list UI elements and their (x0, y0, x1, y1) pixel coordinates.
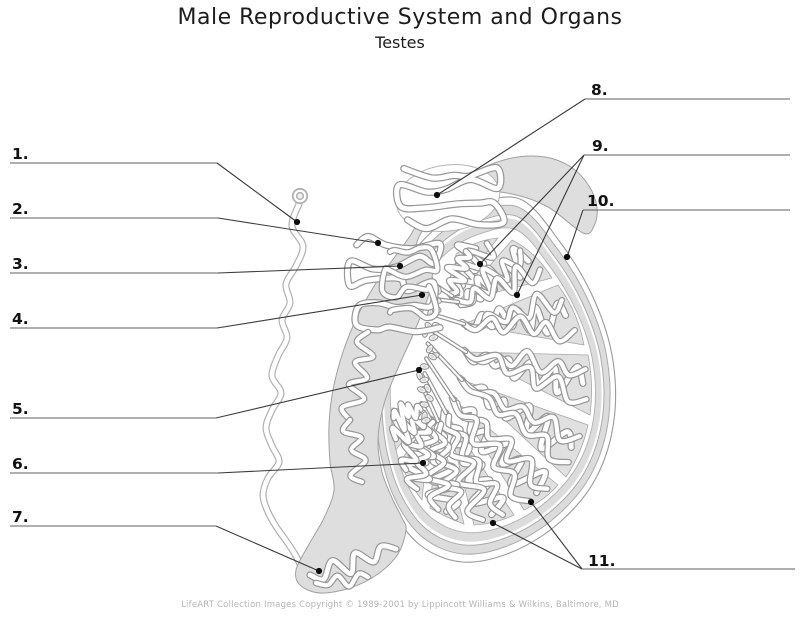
leader-line (566, 209, 584, 258)
epididymis (295, 155, 598, 594)
pointer-dot (374, 239, 382, 247)
label-group-4: 4. (10, 291, 426, 329)
lobule (458, 284, 585, 346)
copyright-notice: LifeART Collection Images Copyright © 19… (181, 600, 619, 610)
leader-line (215, 369, 420, 419)
label-number: 5. (12, 400, 29, 418)
label-group-7: 7. (10, 508, 323, 575)
label-group-8: 8. (433, 81, 790, 199)
pointer-dot (489, 519, 497, 527)
pointer-dot (433, 191, 441, 199)
leader-line (217, 265, 401, 274)
leader-line (217, 217, 379, 244)
rete-duct-section (424, 394, 434, 402)
label-group-1: 1. (10, 145, 301, 226)
pointer-dot (418, 291, 426, 299)
label-number: 4. (12, 310, 29, 328)
label-group-10: 10. (563, 192, 790, 261)
label-group-5: 5. (10, 366, 423, 419)
label-number: 3. (12, 255, 29, 273)
label-number: 2. (12, 200, 29, 218)
lobule (452, 239, 553, 309)
lobule (448, 394, 559, 511)
label-number: 6. (12, 455, 29, 473)
vas-deferens-duct (259, 187, 309, 575)
rete-duct-section (419, 401, 430, 408)
rete-duct-section (417, 386, 427, 394)
pointer-dot (476, 260, 484, 268)
pointer-dot (396, 262, 404, 270)
pointer-dot (293, 218, 301, 226)
leader-line (492, 522, 583, 570)
label-number: 7. (12, 508, 29, 526)
pointer-dot (563, 253, 571, 261)
leader-line (530, 501, 583, 570)
leader-line (216, 294, 423, 329)
rete-duct-section (419, 376, 430, 384)
leader-line (479, 154, 585, 265)
lobule (456, 374, 589, 478)
pointer-dot (415, 366, 423, 374)
vas-deferens-cut-end (291, 187, 309, 205)
leader-line (216, 162, 298, 223)
label-group-9: 9. (476, 137, 790, 299)
rete-duct-section (421, 417, 431, 424)
lobule (460, 346, 592, 416)
leader-line (217, 462, 424, 474)
rete-duct-section (419, 363, 430, 370)
pointer-dot (513, 291, 521, 299)
rete-duct-section (425, 344, 434, 354)
labels-layer: 1. 2. 3. 4. 5. 6. 7. 8. 9. 10. 11. (10, 81, 795, 575)
lobules-seminiferous-tubules (389, 237, 592, 526)
leader-line (516, 154, 585, 296)
label-number: 11. (588, 552, 615, 570)
leader-line (215, 525, 320, 572)
label-number: 8. (591, 81, 608, 99)
label-group-6: 6. (10, 455, 427, 474)
label-group-2: 2. (10, 200, 382, 247)
label-group-11: 11. (489, 498, 795, 570)
label-group-3: 3. (10, 255, 404, 274)
label-number: 9. (592, 137, 609, 155)
pointer-dot (527, 498, 535, 506)
label-number: 10. (587, 192, 614, 210)
page-title: Male Reproductive System and Organs (177, 5, 623, 30)
leader-line (436, 98, 586, 196)
rete-duct-section (427, 352, 437, 361)
pointer-dot (315, 567, 323, 575)
page-subtitle: Testes (375, 33, 425, 52)
pointer-dot (419, 459, 427, 467)
rete-duct-section (428, 334, 439, 341)
label-number: 1. (12, 145, 29, 163)
